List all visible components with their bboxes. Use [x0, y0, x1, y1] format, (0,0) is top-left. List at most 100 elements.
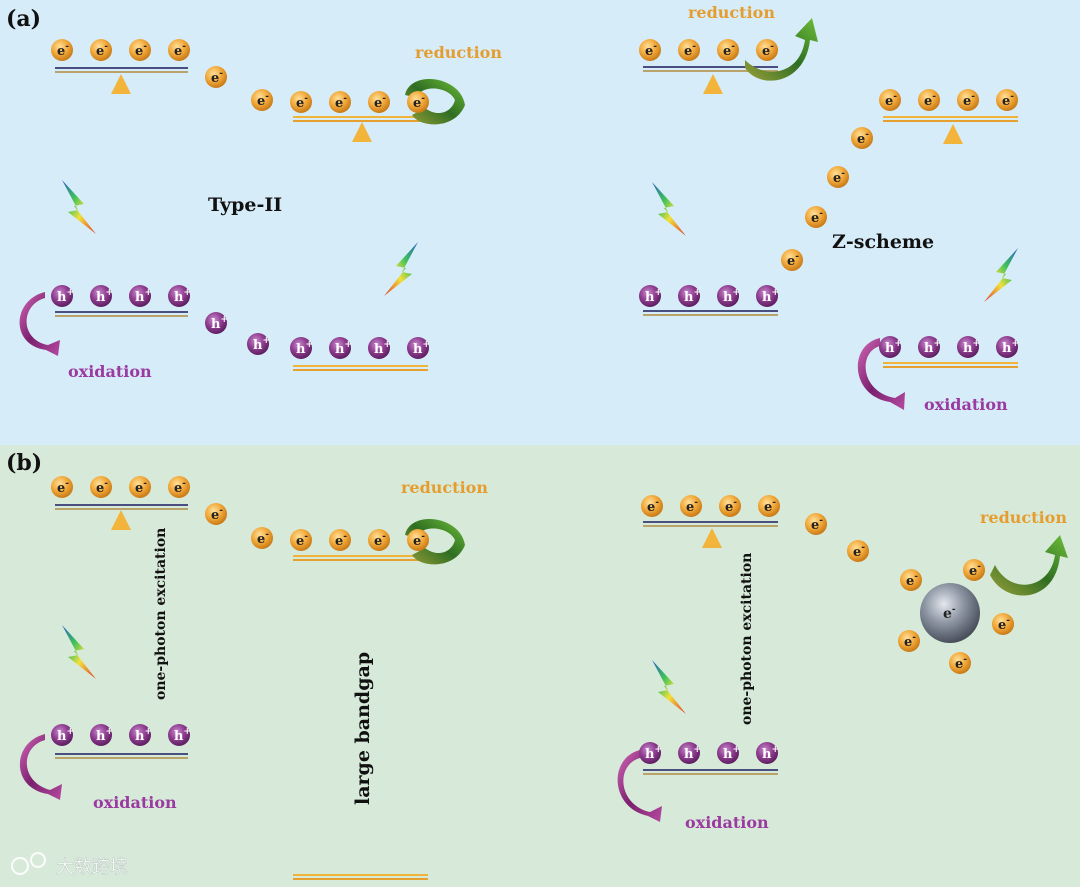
band-line [55, 311, 188, 317]
electron-particle: e- [129, 476, 151, 498]
hole-particle: h+ [678, 742, 701, 764]
electron-particle: e- [251, 89, 273, 111]
hole-particle: h+ [879, 336, 902, 358]
reduction-label: reduction [401, 478, 488, 497]
watermark-logo-icon [11, 857, 29, 875]
hole-particle: h+ [957, 336, 980, 358]
hole-particle: h+ [129, 724, 152, 746]
hole-particle: h+ [368, 337, 391, 359]
hole-particle: h+ [717, 285, 740, 307]
electron-particle: e- [51, 476, 73, 498]
metal-nanoparticle [920, 583, 980, 643]
panel-b-label: (b) [6, 450, 42, 476]
oxidation-label: oxidation [924, 395, 1008, 414]
excitation-label: one-photon excitation [739, 553, 755, 725]
hole-particle: h+ [756, 742, 779, 764]
electron-particle: e- [90, 39, 112, 61]
electron-particle: e- [957, 89, 979, 111]
electron-particle: e- [756, 39, 778, 61]
electron-particle: e- [51, 39, 73, 61]
hole-particle: h+ [678, 285, 701, 307]
hole-particle: h+ [407, 337, 430, 359]
hole-particle: h+ [247, 333, 270, 355]
electron-particle: e- [918, 89, 940, 111]
oxidation-arrow-icon [19, 734, 62, 800]
electron-particle: e- [329, 529, 351, 551]
electron-particle: e- [898, 630, 920, 652]
electron-particle: e- [205, 66, 227, 88]
hole-particle: h+ [51, 724, 74, 746]
watermark: 大数跨境 [11, 852, 128, 878]
hole-particle: h+ [996, 336, 1019, 358]
electron-particle: e- [851, 127, 873, 149]
electron-particle: e- [641, 495, 663, 517]
band-line [55, 504, 188, 510]
electron-particle: e- [168, 476, 190, 498]
electron-particle: e- [996, 89, 1018, 111]
reduction-label: reduction [415, 43, 502, 62]
oxidation-label: oxidation [68, 362, 152, 381]
hole-particle: h+ [756, 285, 779, 307]
charge-carriers: e-e-e-e-e-e-e-e-e-e-e-e-e-e-e-e-e-e-e-e-… [51, 39, 1019, 764]
electron-particle: e- [781, 249, 803, 271]
hole-particle: h+ [639, 285, 662, 307]
hole-particle: h+ [205, 312, 228, 334]
reduction-arrow-icon [990, 535, 1068, 596]
oxidation-label: oxidation [93, 793, 177, 812]
hole-particle: h+ [717, 742, 740, 764]
reduction-arrow-icon [405, 78, 465, 125]
hole-particle: h+ [90, 724, 113, 746]
electron-particle: e- [949, 652, 971, 674]
electron-particle: e- [368, 91, 390, 113]
panel-a-label: (a) [6, 6, 41, 32]
electron-particle: e- [129, 39, 151, 61]
electron-particle: e- [717, 39, 739, 61]
electron-particle: e- [963, 559, 985, 581]
electron-particle: e- [290, 529, 312, 551]
panel-b-right: reduction oxidation one-photon excitatio… [617, 508, 1068, 832]
electron-particle: e- [680, 495, 702, 517]
hole-particle: h+ [129, 285, 152, 307]
panel-b-background [0, 445, 1080, 887]
z-scheme-title: Z-scheme [832, 231, 934, 253]
panel-b-left: reduction oxidation one-photon excitatio… [19, 478, 488, 880]
band-line [643, 310, 778, 316]
electron-particle: e- [847, 540, 869, 562]
electron-particle: e- [168, 39, 190, 61]
band-line [293, 874, 428, 880]
band-line [883, 362, 1018, 368]
reduction-label: reduction [980, 508, 1067, 527]
electron-particle: e- [758, 495, 780, 517]
electron-particle: e- [639, 39, 661, 61]
watermark-text: 大数跨境 [56, 857, 128, 878]
reduction-label: reduction [688, 3, 775, 22]
hole-particle: h+ [90, 285, 113, 307]
electron-particle: e- [900, 569, 922, 591]
hole-particle: h+ [639, 742, 662, 764]
electron-particle: e- [90, 476, 112, 498]
excitation-label: one-photon excitation [153, 528, 169, 700]
oxidation-label: oxidation [685, 813, 769, 832]
electron-particle: e- [678, 39, 700, 61]
electron-particle: e- [368, 529, 390, 551]
electron-particle: e- [205, 503, 227, 525]
electron-particle: e- [719, 495, 741, 517]
electron-particle: e- [290, 91, 312, 113]
hole-particle: h+ [51, 285, 74, 307]
panel-a-z-scheme: reduction oxidation Z-scheme [643, 3, 1018, 414]
electron-particle: e- [805, 206, 827, 228]
band-line [883, 116, 1018, 122]
hole-particle: h+ [168, 724, 191, 746]
oxidation-arrow-icon [617, 750, 662, 822]
reduction-arrow-icon [745, 18, 818, 81]
electron-particle: e- [879, 89, 901, 111]
band-line [55, 67, 188, 73]
oxidation-arrow-icon [857, 338, 905, 410]
electron-particle: e- [329, 91, 351, 113]
electron-particle: e- [827, 166, 849, 188]
band-line [293, 365, 428, 371]
hole-particle: h+ [168, 285, 191, 307]
band-line [293, 116, 428, 122]
